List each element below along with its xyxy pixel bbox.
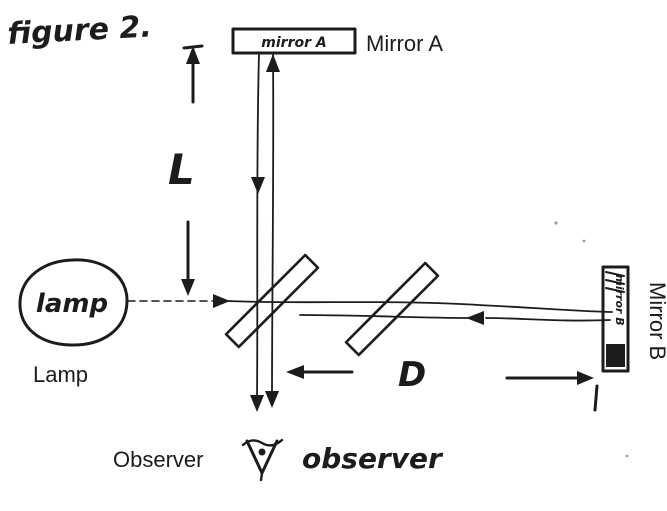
arrowhead-right-d xyxy=(577,371,594,385)
mirror-b-box: mirror B xyxy=(601,265,630,373)
arrowhead-down xyxy=(181,279,195,296)
scan-noise xyxy=(554,221,629,458)
arm-l-label: L xyxy=(168,145,195,194)
arm-d-label: D xyxy=(398,355,426,395)
arrowhead-left-return xyxy=(466,311,484,325)
mirror-b-handwritten-label: mirror B xyxy=(613,274,626,325)
arm-l-down-arrow xyxy=(181,220,195,296)
mirror-b-dark-block xyxy=(606,344,625,367)
observer-typed-label: Observer xyxy=(113,447,203,472)
mirror-a-box: mirror A xyxy=(231,27,357,55)
arrowhead-down-left xyxy=(250,395,264,412)
arrowhead-right xyxy=(213,294,230,308)
arrowhead-left xyxy=(286,365,304,379)
beam-splitter xyxy=(224,253,320,349)
arrowhead-up xyxy=(186,46,200,64)
arrowhead-down-right xyxy=(265,391,279,408)
mirror-a-handwritten-label: mirror A xyxy=(261,35,326,51)
lamp-label: Lamp xyxy=(33,362,88,387)
horizontal-beam xyxy=(127,294,613,325)
lamp-circle: lamp xyxy=(18,258,129,347)
arm-d-right-arrow xyxy=(505,371,599,412)
compensator-plate xyxy=(344,261,440,357)
arm-l-up-arrow xyxy=(182,44,204,104)
observer-handwritten-label: observer xyxy=(302,442,444,475)
eye-icon xyxy=(241,438,284,482)
mirror-b-label: Mirror B xyxy=(645,282,667,360)
figure-caption: figure 2. xyxy=(7,9,153,52)
arrowhead-up-to-mirror-a xyxy=(266,54,280,72)
arm-d-left-arrow xyxy=(286,365,354,379)
vertical-beam xyxy=(250,54,280,412)
arrowhead-down-mid xyxy=(251,177,265,194)
lamp-handwritten-label: lamp xyxy=(36,289,108,319)
mirror-a-label: Mirror A xyxy=(366,31,443,56)
